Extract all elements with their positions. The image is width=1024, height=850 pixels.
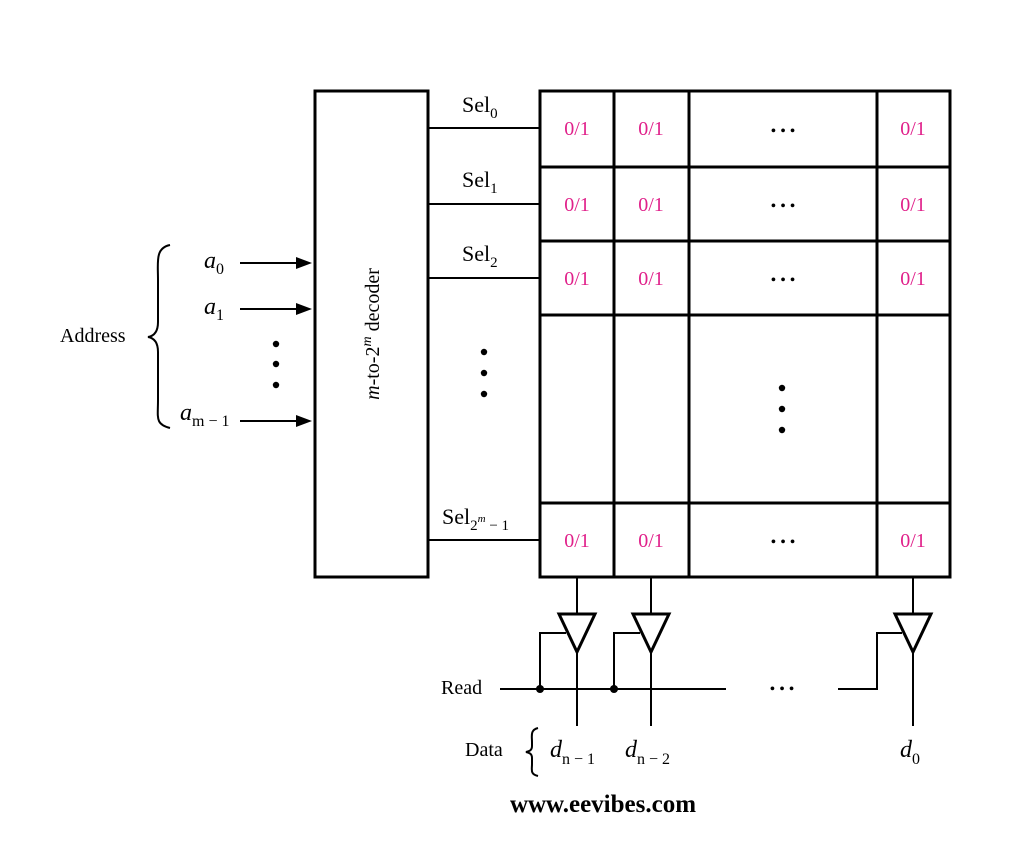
read-junction-0 (536, 685, 544, 693)
address-label: Address (60, 325, 126, 347)
data-brace (525, 727, 539, 777)
select-line-2: Sel2 (428, 241, 540, 279)
cell-r0-c0: 0/1 (564, 118, 590, 140)
svg-text:Sel0: Sel0 (462, 92, 498, 122)
address-input-1: a1 (204, 294, 312, 324)
address-input-dots (272, 340, 280, 389)
decoder-box (313, 89, 430, 579)
select-line-1: Sel1 (428, 167, 540, 205)
cell-rlast-c1: 0/1 (638, 530, 664, 552)
svg-text:Sel2m − 1: Sel2m − 1 (442, 504, 509, 534)
cell-r1-ellipsis: • • • (771, 198, 796, 215)
cell-r2-c0: 0/1 (564, 268, 590, 290)
cell-r2-c1: 0/1 (638, 268, 664, 290)
address-brace (147, 244, 171, 429)
cell-r1-c1: 0/1 (638, 194, 664, 216)
cell-r2-ellipsis: • • • (771, 272, 796, 289)
cell-r1-c0: 0/1 (564, 194, 590, 216)
data-label: Data (465, 739, 503, 761)
svg-text:a1: a1 (204, 294, 224, 324)
cell-r1-c3: 0/1 (900, 194, 926, 216)
svg-text:Sel2: Sel2 (462, 241, 498, 271)
cell-rlast-c3: 0/1 (900, 530, 926, 552)
cell-rlast-c0: 0/1 (564, 530, 590, 552)
decoder-label: m-to-2m decoder (360, 268, 384, 400)
address-input-last: am − 1 (180, 400, 312, 430)
read-label: Read (441, 677, 482, 699)
svg-text:am − 1: am − 1 (180, 400, 229, 430)
svg-text:Sel1: Sel1 (462, 167, 498, 197)
grid-vertical-dots (778, 384, 786, 434)
data-output-last: d0 (900, 737, 920, 768)
cell-r0-c3: 0/1 (900, 118, 926, 140)
watermark: www.eevibes.com (510, 791, 696, 818)
cell-r2-c3: 0/1 (900, 268, 926, 290)
address-input-0: a0 (204, 248, 312, 278)
svg-text:a0: a0 (204, 248, 224, 278)
cell-r0-ellipsis: • • • (771, 123, 796, 140)
data-output-1: dn − 2 (625, 737, 670, 768)
tristate-buffer-last (838, 577, 934, 726)
cell-rlast-ellipsis: • • • (771, 534, 796, 551)
select-line-0: Sel0 (428, 92, 540, 129)
cell-r0-c1: 0/1 (638, 118, 664, 140)
select-line-dots (480, 348, 488, 398)
tristate-buffer-0 (539, 577, 598, 726)
select-line-last: Sel2m − 1 (428, 504, 540, 541)
tristate-buffer-1 (613, 577, 672, 726)
read-junction-1 (610, 685, 618, 693)
read-ellipsis: • • • (770, 681, 795, 698)
memory-grid (538, 89, 952, 579)
data-output-0: dn − 1 (550, 737, 595, 768)
